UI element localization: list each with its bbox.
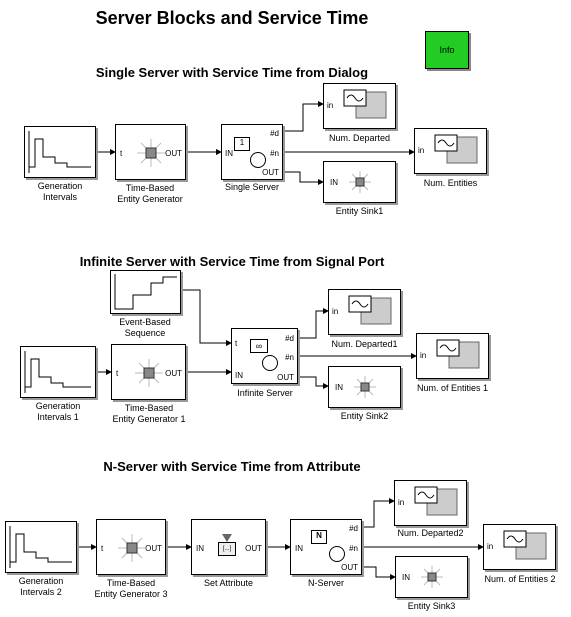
server-capacity-icon: N: [311, 530, 327, 544]
generation-intervals-1-block[interactable]: [20, 346, 96, 398]
scope-icon: [343, 89, 387, 119]
scope-icon: [436, 339, 480, 369]
scope-icon: [434, 134, 478, 164]
single-server-block[interactable]: IN #d #n OUT 1: [221, 124, 283, 180]
generator-starburst-icon: [135, 359, 163, 387]
scope-icon: [348, 295, 392, 325]
entity-sink2-label: Entity Sink2: [340, 411, 389, 421]
infinite-server-label: Infinite Server: [237, 388, 293, 398]
sink-starburst-icon: [354, 376, 376, 398]
section-title-1: Single Server with Service Time from Dia…: [95, 65, 369, 80]
generator-starburst-icon: [118, 534, 146, 562]
server-circle-icon: [250, 152, 266, 168]
num-departed-scope[interactable]: in: [323, 83, 396, 129]
entity-generator-1-block[interactable]: t OUT: [111, 344, 186, 400]
section-title-2: Infinite Server with Service Time from S…: [79, 254, 385, 269]
event-based-sequence-block[interactable]: [110, 270, 181, 314]
num-departed2-label: Num. Departed2: [397, 528, 464, 538]
info-button[interactable]: Info: [425, 31, 469, 69]
entity-sink3-block[interactable]: IN: [395, 556, 468, 598]
page-title: Server Blocks and Service Time: [95, 8, 369, 28]
sink-starburst-icon: [349, 171, 371, 193]
n-server-block[interactable]: IN #d #n OUT N: [290, 519, 362, 575]
entity-sink-block[interactable]: IN: [323, 161, 396, 203]
set-attribute-label: Set Attribute: [203, 578, 254, 588]
entity-generator-block[interactable]: t OUT: [115, 124, 186, 180]
generation-intervals-2-block[interactable]: [5, 521, 77, 573]
set-attribute-icon: [...]: [218, 534, 236, 560]
server-capacity-icon: ∞: [250, 339, 268, 353]
num-departed1-label: Num. Departed1: [331, 339, 398, 349]
single-server-label: Single Server: [224, 182, 280, 192]
num-departed-label: Num. Departed: [328, 133, 391, 143]
entity-generator-3-block[interactable]: t OUT: [96, 519, 166, 575]
num-departed2-scope[interactable]: in: [394, 480, 467, 526]
staircase-icon: [24, 351, 91, 393]
entity-sink3-label: Entity Sink3: [407, 601, 456, 611]
num-of-entities-2-label: Num. of Entities 2: [484, 574, 556, 584]
entity-sink2-block[interactable]: IN: [328, 366, 401, 408]
server-capacity-icon: 1: [234, 137, 250, 151]
staircase-icon: [28, 131, 91, 173]
num-of-entities-1-label: Num. of Entities 1: [416, 383, 489, 393]
scope-icon: [414, 486, 458, 516]
num-departed1-scope[interactable]: in: [328, 289, 401, 335]
server-circle-icon: [329, 546, 345, 562]
entity-sink-label: Entity Sink1: [335, 206, 384, 216]
num-entities-label: Num. Entities: [423, 178, 478, 188]
sequence-step-icon: [114, 274, 177, 310]
generation-intervals-block[interactable]: [24, 126, 96, 178]
n-server-label: N-Server: [307, 578, 344, 588]
scope-icon: [503, 530, 547, 560]
generator-starburst-icon: [137, 139, 165, 167]
num-of-entities-1-scope[interactable]: in: [416, 333, 489, 379]
num-of-entities-2-scope[interactable]: in: [483, 524, 556, 570]
staircase-icon: [9, 526, 72, 568]
sink-starburst-icon: [421, 566, 443, 588]
set-attribute-block[interactable]: IN OUT [...]: [191, 519, 266, 575]
infinite-server-block[interactable]: t IN #d #n OUT ∞: [231, 328, 298, 384]
num-entities-scope[interactable]: in: [414, 128, 487, 174]
server-circle-icon: [262, 355, 278, 371]
section-title-3: N-Server with Service Time from Attribut…: [103, 459, 361, 474]
